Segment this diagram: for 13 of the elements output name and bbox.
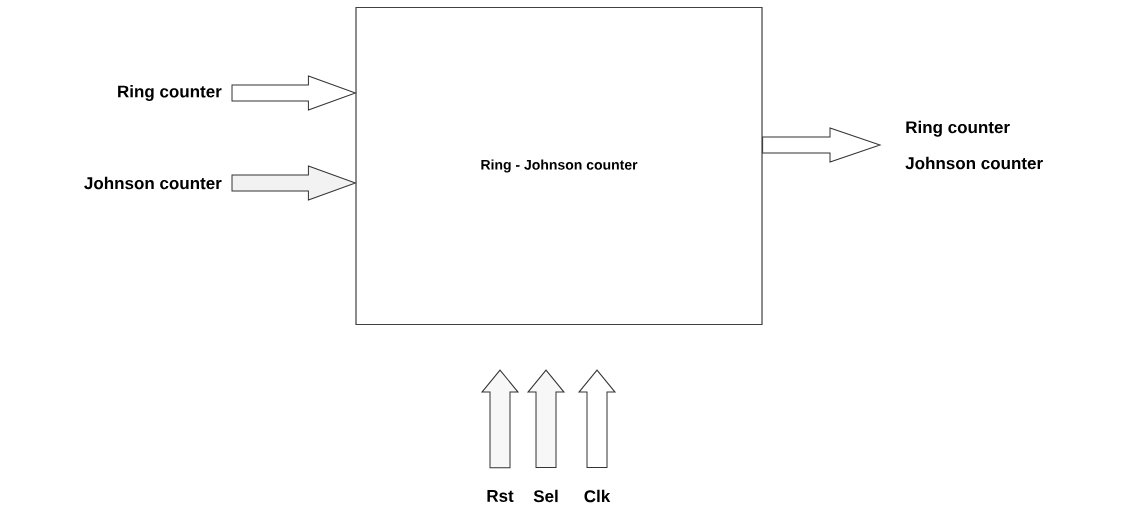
block-arrow [578, 369, 616, 469]
block-arrow [527, 369, 565, 469]
signal-label: Sel [533, 489, 558, 503]
block-arrow [762, 127, 881, 163]
signal-label: Clk [584, 489, 611, 503]
block-arrow [481, 369, 519, 469]
block-arrow [231, 75, 356, 111]
input-label: Ring counter [118, 85, 222, 101]
counter-block: Ring - Johnson counter [355, 6, 763, 326]
block-arrow [231, 165, 356, 201]
output-label: Ring counter Johnson counter [905, 120, 1043, 170]
input-label: Johnson counter [84, 176, 222, 190]
signal-label: Rst [487, 490, 514, 502]
